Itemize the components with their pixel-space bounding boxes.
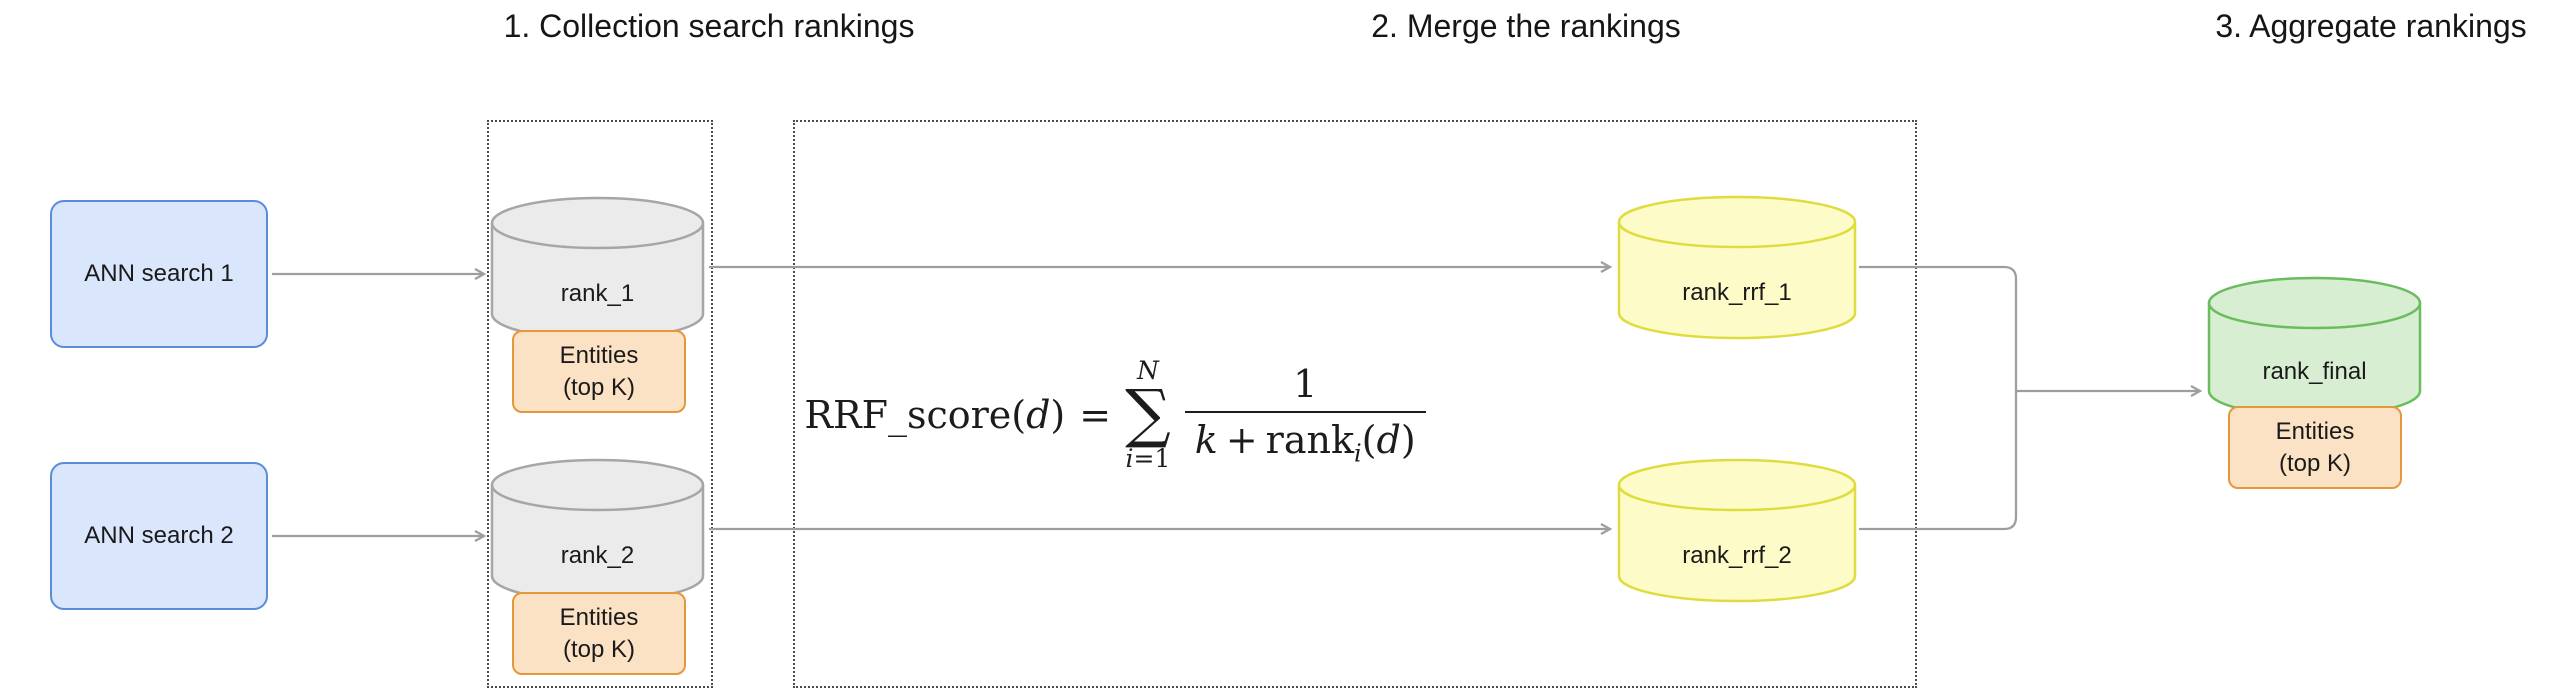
step3-title: 3. Aggregate rankings [2215, 8, 2527, 44]
rank-final-label: rank_final [2262, 358, 2367, 386]
entities-label-line2: (top K) [2278, 449, 2352, 477]
database-cylinder-icon [490, 458, 705, 603]
rrf-score-formula: RRF_score(d) = N ∑ i=1 1 k+ranki(d) [804, 332, 1426, 497]
database-cylinder-icon [1617, 458, 1857, 603]
collection-rankings-group-box [487, 120, 713, 688]
database-cylinder-icon [1617, 195, 1857, 340]
ann-search-1-label: ANN search 1 [84, 260, 234, 287]
ann-search-2-label: ANN search 2 [84, 522, 234, 549]
rank-rrf-2-label: rank_rrf_2 [1682, 542, 1792, 570]
entities-top-k-chip-final: Entities (top K) [2228, 406, 2402, 490]
step2-title: 2. Merge the rankings [1371, 8, 1681, 44]
database-cylinder-icon [490, 196, 705, 341]
fraction-numerator: 1 [1293, 361, 1318, 406]
rank-rrf-1-label: rank_rrf_1 [1682, 279, 1792, 307]
entities-label-line2: (top K) [562, 373, 636, 401]
entities-label-line1: Entities [2275, 418, 2355, 445]
entities-top-k-chip-1: Entities (top K) [512, 330, 686, 414]
entities-label-line1: Entities [559, 604, 639, 631]
database-cylinder-icon [2207, 276, 2422, 418]
formula-fraction: 1 k+ranki(d) [1184, 361, 1426, 467]
formula-equals: = [1079, 392, 1112, 437]
fraction-denominator: k+ranki(d) [1184, 410, 1426, 467]
rank-1-cylinder: rank_1 [490, 196, 705, 341]
rank-rrf-1-cylinder: rank_rrf_1 [1617, 195, 1857, 340]
rank-2-cylinder: rank_2 [490, 458, 705, 603]
summation-symbol: N ∑ i=1 [1125, 355, 1171, 473]
rank-2-label: rank_2 [560, 542, 635, 570]
formula-lhs: RRF_score(d) [804, 392, 1066, 437]
ann-search-2-node: ANN search 2 [50, 462, 268, 610]
entities-label-line1: Entities [559, 342, 639, 369]
rank-final-cylinder: rank_final [2207, 276, 2422, 418]
entities-top-k-chip-2: Entities (top K) [512, 592, 686, 676]
ann-search-1-node: ANN search 1 [50, 200, 268, 348]
step1-title: 1. Collection search rankings [503, 8, 915, 44]
rank-1-label: rank_1 [560, 280, 635, 308]
rank-rrf-2-cylinder: rank_rrf_2 [1617, 458, 1857, 603]
entities-label-line2: (top K) [562, 635, 636, 663]
